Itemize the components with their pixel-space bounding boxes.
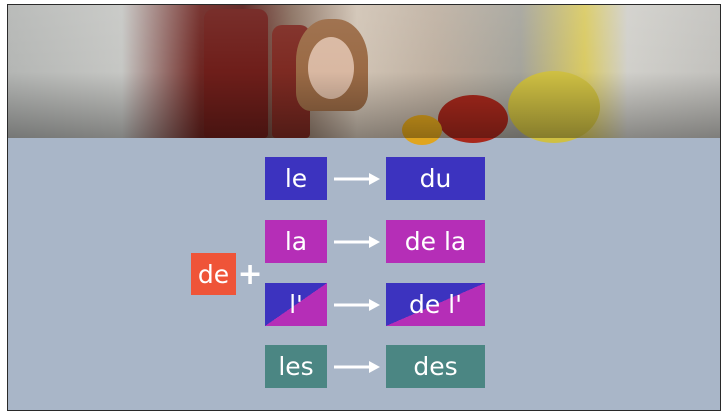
jar-shape bbox=[204, 9, 268, 138]
de-label: de bbox=[191, 253, 236, 295]
article-box: les bbox=[265, 345, 327, 388]
right-arrow-icon bbox=[334, 361, 380, 373]
video-still-photo bbox=[8, 5, 720, 145]
pepper-shape bbox=[402, 115, 442, 145]
article-box: la bbox=[265, 220, 327, 263]
result-box: des bbox=[386, 345, 485, 388]
result-box: de l' bbox=[386, 283, 485, 326]
result-box: du bbox=[386, 157, 485, 200]
video-frame: de + le du la de la l' de l' les des bbox=[7, 4, 721, 411]
article-box: le bbox=[265, 157, 327, 200]
tomato-shape bbox=[438, 95, 508, 143]
article-box: l' bbox=[265, 283, 327, 326]
right-arrow-icon bbox=[334, 299, 380, 311]
right-arrow-icon bbox=[334, 173, 380, 185]
pepper-shape bbox=[508, 71, 600, 143]
result-box: de la bbox=[386, 220, 485, 263]
plus-sign: + bbox=[237, 256, 263, 292]
face-shape bbox=[308, 37, 354, 99]
right-arrow-icon bbox=[334, 236, 380, 248]
